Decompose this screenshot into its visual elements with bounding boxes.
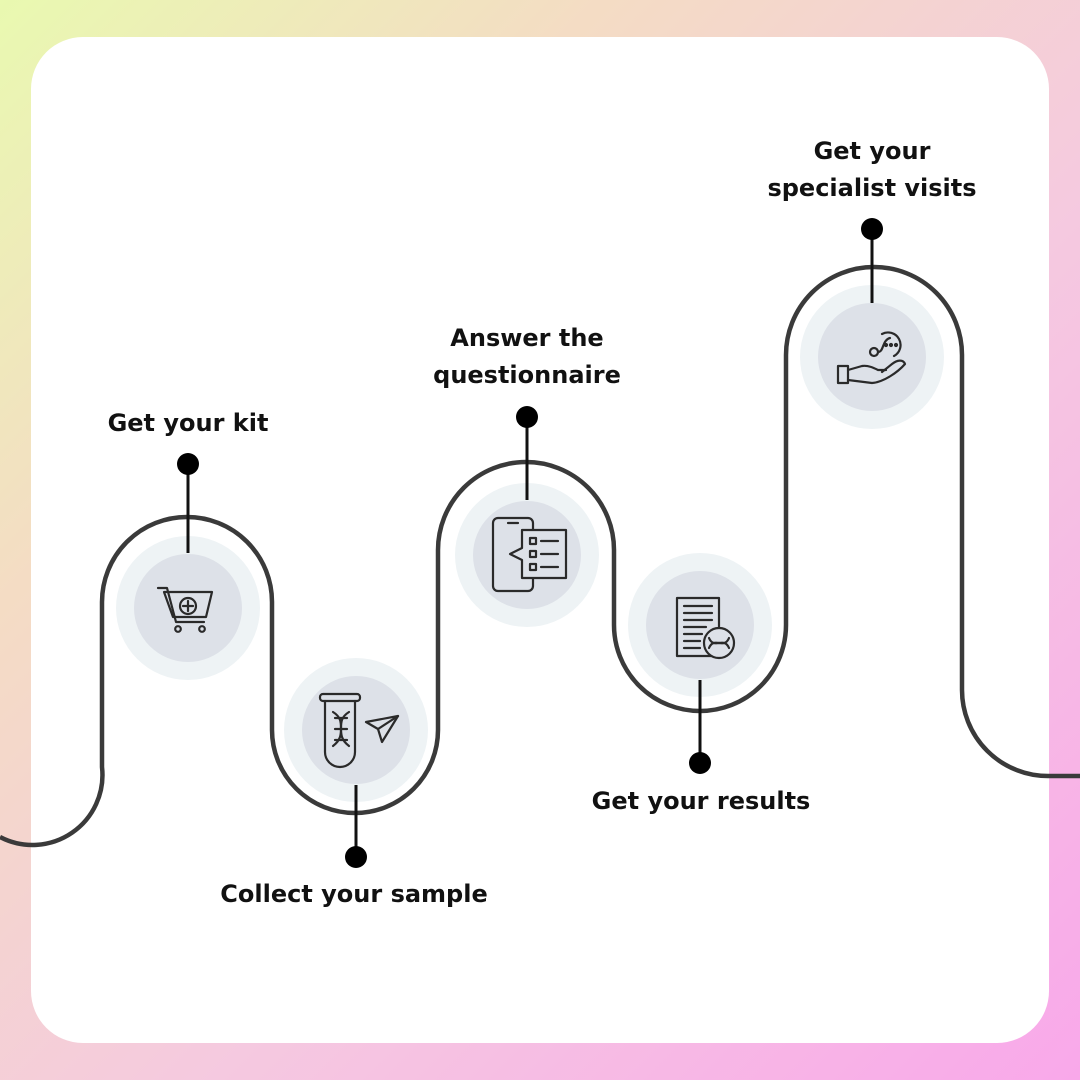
hand-consultation-icon (836, 331, 907, 385)
dna-report-document-icon (675, 596, 736, 660)
phone-questionnaire-icon (491, 516, 568, 593)
step-label-specialist: Get your specialist visits (767, 133, 976, 207)
winding-path (0, 264, 1080, 848)
step-label-specialist-line1: Get your (813, 137, 931, 165)
step-kit (116, 453, 260, 680)
connector-dot (861, 218, 883, 240)
connector-dot (177, 453, 199, 475)
dna-test-tube-send-icon (318, 692, 400, 769)
connector-dot (516, 406, 538, 428)
shopping-cart-plus-icon (156, 586, 214, 633)
step-label-kit: Get your kit (108, 405, 269, 442)
step-label-results: Get your results (592, 783, 811, 820)
step-label-results-text: Get your results (591, 787, 811, 815)
step-label-sample-text: Collect your sample (220, 880, 488, 908)
step-label-questionnaire-line2: questionnaire (433, 361, 621, 389)
step-label-kit-text: Get your kit (107, 409, 269, 437)
connector-dot (345, 846, 367, 868)
step-label-questionnaire-line1: Answer the (450, 324, 604, 352)
step-label-specialist-line2: specialist visits (767, 174, 977, 202)
step-questionnaire (455, 406, 599, 627)
step-label-questionnaire: Answer the questionnaire (433, 320, 621, 394)
step-label-sample: Collect your sample (220, 876, 487, 913)
step-results (628, 553, 772, 774)
step-sample (284, 658, 428, 868)
connector-dot (689, 752, 711, 774)
step-specialist (800, 218, 944, 429)
